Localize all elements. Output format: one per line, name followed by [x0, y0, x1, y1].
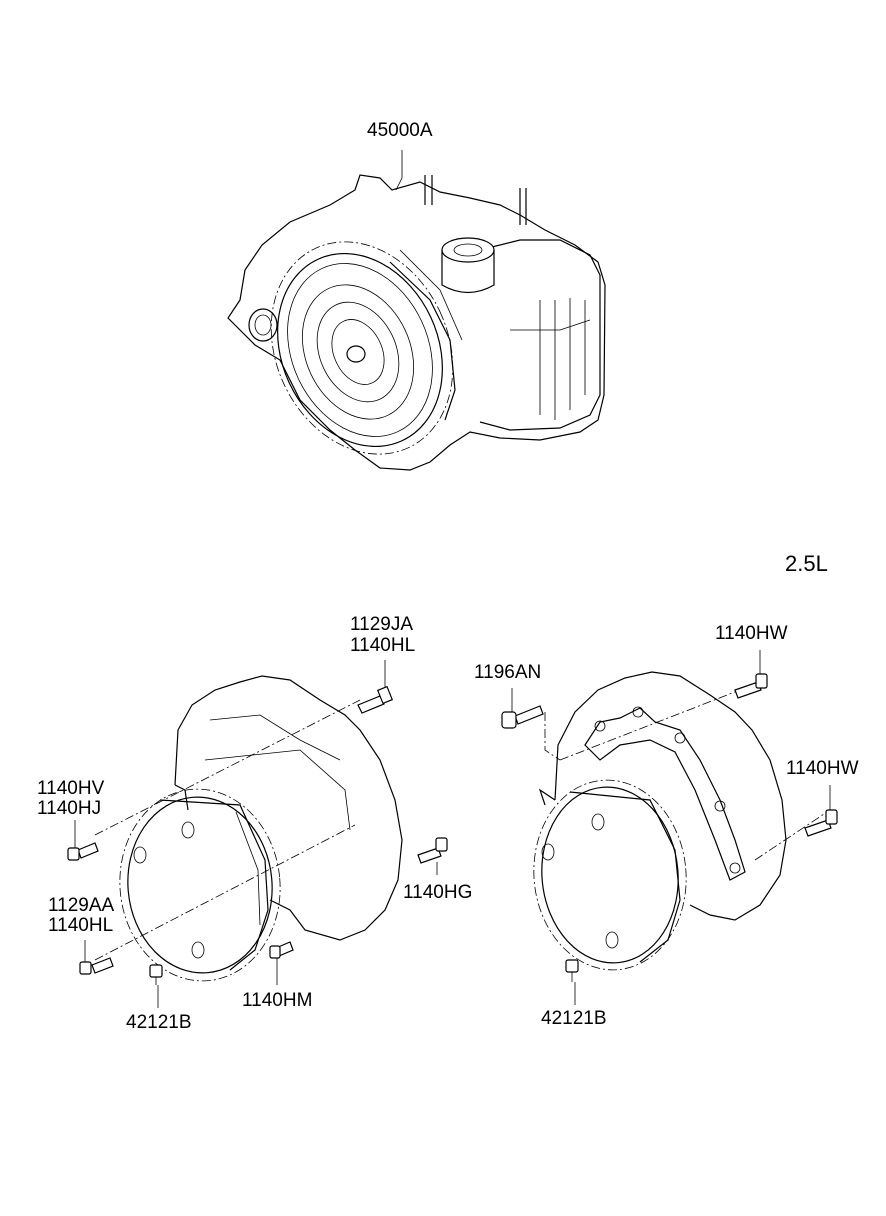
left-low-bolt-drawing: [79, 957, 114, 975]
left-top-bolt-drawing: [357, 685, 394, 714]
left-converter-housing-drawing: [67, 660, 448, 1008]
right-top-bolt-drawing: [734, 673, 768, 699]
label-left-top-bolt-b: 1140HL: [350, 635, 416, 656]
right-bracket-bolt-drawing: [501, 705, 544, 729]
label-transaxle: 45000A: [367, 120, 433, 141]
label-left-side-bolt-a: 1140HV: [37, 778, 105, 799]
label-left-top-bolt-a: 1129JA: [350, 614, 414, 635]
label-right-nut: 42121B: [541, 1008, 607, 1029]
left-bottom-bolt-drawing: [269, 941, 294, 959]
right-converter-housing-drawing: [501, 650, 838, 1005]
label-left-side-bolt-b: 1140HJ: [37, 798, 102, 819]
label-left-low-bolt-b: 1140HL: [48, 915, 114, 936]
label-right-bracket-bolt: 1196AN: [474, 662, 542, 683]
label-engine: 2.5L: [785, 551, 828, 576]
label-left-nut: 42121B: [126, 1012, 192, 1033]
label-right-side-bolt: 1140HW: [786, 758, 859, 779]
label-left-low-bolt-a: 1129AA: [48, 895, 115, 916]
label-right-top-bolt: 1140HW: [715, 623, 788, 644]
right-side-bolt-drawing: [804, 809, 838, 837]
left-right-bolt-drawing: [417, 837, 448, 864]
label-left-bottom-bolt: 1140HM: [242, 990, 313, 1011]
left-side-bolt-drawing: [67, 842, 99, 861]
left-nut-drawing: [149, 964, 163, 985]
right-nut-drawing: [565, 959, 579, 982]
label-left-right-bolt: 1140HG: [403, 882, 473, 903]
transaxle-assembly-drawing: [227, 150, 606, 471]
